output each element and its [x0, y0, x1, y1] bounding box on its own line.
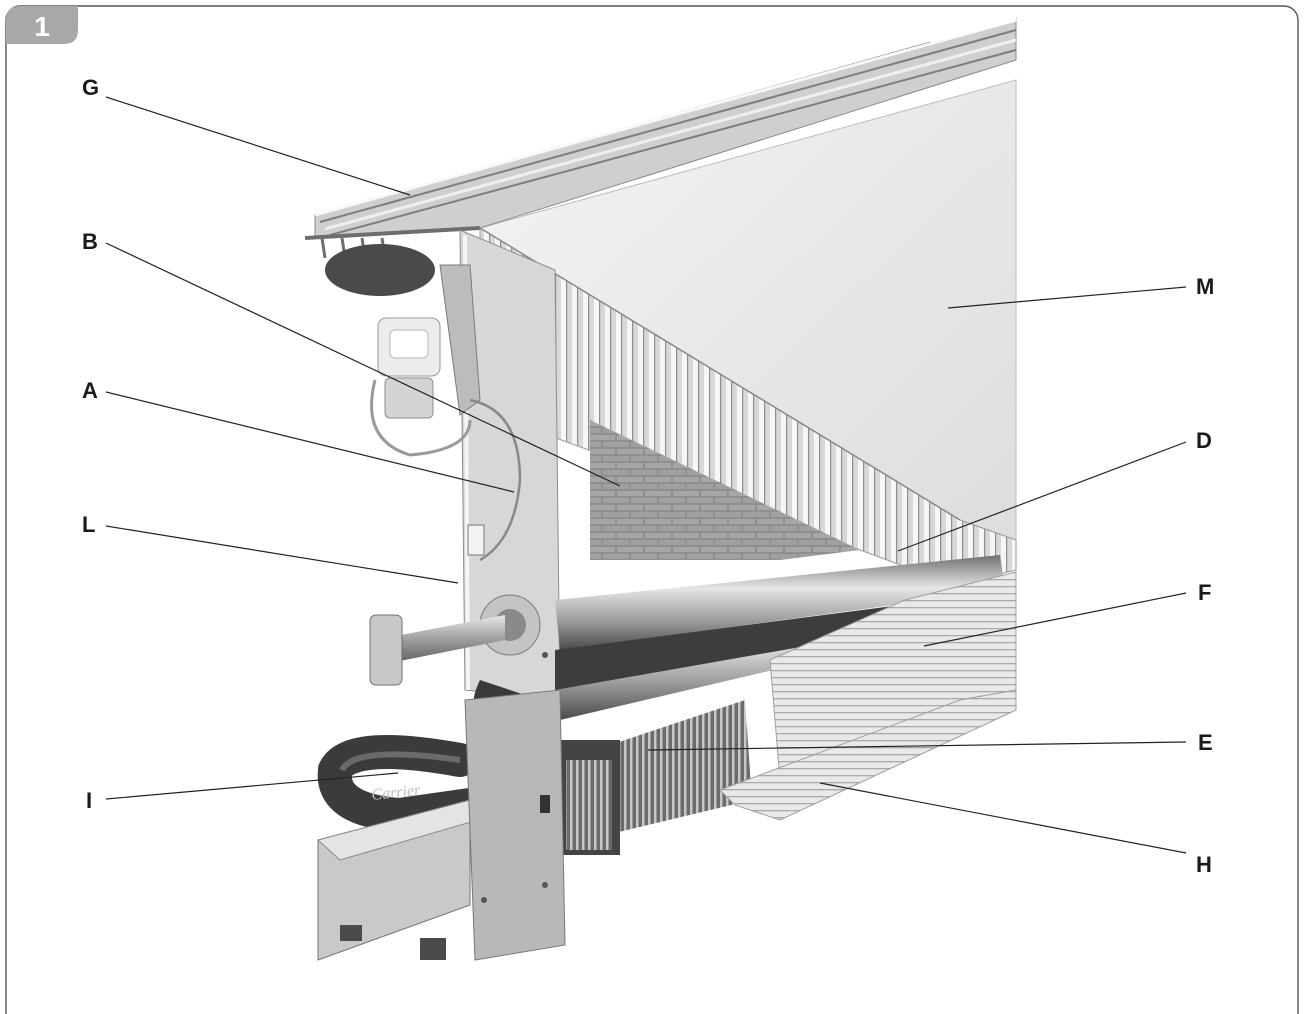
leader-D — [897, 441, 1187, 552]
leader-H — [819, 782, 1187, 854]
control-wiring — [469, 398, 522, 562]
callout-G: G — [82, 75, 99, 100]
foam-pad — [325, 244, 435, 296]
top-air-grille — [304, 15, 1017, 259]
figure-number: 1 — [34, 11, 50, 42]
callout-B: B — [82, 229, 98, 254]
callout-M: M — [1196, 274, 1214, 299]
insulated-pipe-bend: Carrier — [317, 735, 487, 833]
callout-F: F — [1198, 580, 1211, 605]
leader-F — [923, 592, 1187, 647]
figure-number-badge: 1 — [6, 6, 78, 44]
leader-E — [647, 741, 1187, 751]
condensate-drain-tray — [316, 799, 497, 961]
upper-roller-tube — [555, 555, 1005, 650]
leader-G — [105, 96, 411, 196]
callout-E: E — [1198, 730, 1213, 755]
leader-B — [105, 242, 621, 487]
callout-H: H — [1196, 852, 1212, 877]
brand-logo-text: Carrier — [371, 782, 422, 804]
fan-coil-illustration: Carrier — [304, 15, 1017, 961]
leader-M — [947, 286, 1187, 309]
rear-filter-section — [590, 420, 860, 560]
leader-lines — [105, 96, 1187, 854]
tangential-fan — [560, 700, 752, 855]
wire-connector — [467, 524, 485, 556]
callout-L: L — [82, 512, 95, 537]
leader-A — [105, 391, 515, 493]
leader-I — [105, 772, 399, 800]
lower-front-panel — [719, 689, 1017, 821]
leader-L — [105, 525, 459, 584]
callout-labels: G B A L I M D F E H — [82, 75, 1214, 877]
figure-frame — [5, 5, 1299, 1014]
callout-A: A — [82, 378, 98, 403]
callout-I: I — [86, 788, 92, 813]
callout-D: D — [1196, 428, 1212, 453]
mounting-bracket — [464, 689, 566, 961]
